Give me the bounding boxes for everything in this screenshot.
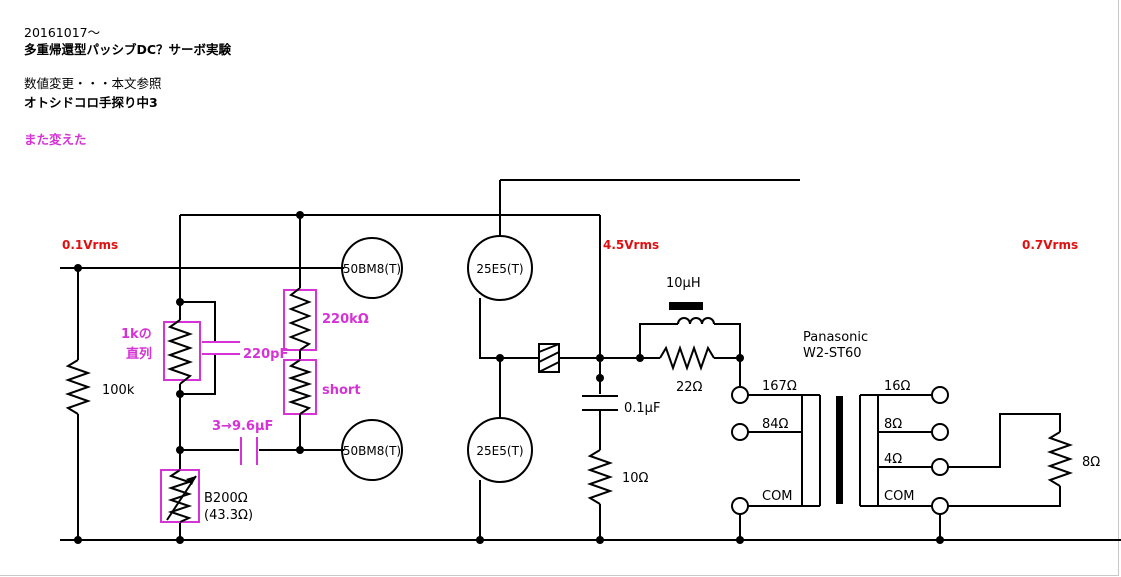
- terminal-pri-com: [731, 497, 749, 515]
- note-changed: また変えた: [24, 132, 87, 147]
- note-status: オトシドコロ手探り中3: [24, 95, 158, 110]
- label-84: 84Ω: [762, 417, 789, 432]
- tube-50bm8-top: [341, 237, 403, 299]
- label-100k: 100k: [102, 383, 135, 398]
- label-tube-25e5-bottom: 25E5(T): [476, 444, 523, 458]
- date-label: 20161017〜: [24, 25, 101, 40]
- label-0.1uf: 0.1μF: [624, 401, 660, 416]
- terminal-16: [931, 386, 949, 404]
- label-b200: B200Ω: [204, 491, 248, 506]
- terminal-8: [931, 423, 949, 441]
- label-series: 直列: [126, 346, 152, 362]
- label-coupling-cap: 3→9.6μF: [212, 419, 273, 434]
- label-pri-com: COM: [762, 489, 793, 504]
- resistor-22: [659, 344, 715, 372]
- label-10uh: 10μH: [666, 276, 701, 291]
- label-4: 4Ω: [884, 452, 902, 467]
- label-short: short: [322, 383, 361, 398]
- output-level-label: 0.7Vrms: [1022, 238, 1078, 252]
- inductor-core-mark: [669, 302, 703, 310]
- resistor-1k-series: [163, 321, 201, 381]
- label-b200-setting: (43.3Ω): [204, 508, 253, 523]
- label-load-8: 8Ω: [1082, 455, 1100, 470]
- tube-50bm8-bottom: [341, 419, 403, 481]
- tube-25e5-top: [467, 235, 533, 301]
- junction-dots: [74, 211, 944, 544]
- mid-level-label: 4.5Vrms: [603, 238, 659, 252]
- terminal-167: [731, 386, 749, 404]
- label-10ohm: 10Ω: [622, 471, 649, 486]
- label-167: 167Ω: [762, 379, 797, 394]
- label-w2st60: W2-ST60: [803, 346, 862, 361]
- terminal-4: [931, 458, 949, 476]
- label-tube-50bm8-top: 50BM8(T): [343, 262, 401, 276]
- terminal-84: [731, 423, 749, 441]
- label-sec-com: COM: [884, 489, 915, 504]
- label-8: 8Ω: [884, 417, 902, 432]
- terminal-sec-com: [931, 497, 949, 515]
- transformer-core: [836, 396, 843, 504]
- label-16: 16Ω: [884, 379, 911, 394]
- note-values: 数値変更・・・本文参照: [24, 76, 162, 91]
- resistor-10: [586, 449, 614, 505]
- label-220k: 220kΩ: [322, 312, 369, 327]
- label-220pf: 220pF: [243, 347, 288, 362]
- load-resistor-8: [1046, 431, 1074, 487]
- resistor-100k: [64, 359, 92, 415]
- label-22ohm: 22Ω: [676, 380, 703, 395]
- input-level-label: 0.1Vrms: [62, 238, 118, 252]
- label-tube-50bm8-bottom: 50BM8(T): [343, 444, 401, 458]
- label-tube-25e5-top: 25E5(T): [476, 262, 523, 276]
- inductor-10uh: [677, 317, 715, 325]
- title: 多重帰還型パッシブDC？サーボ実験: [24, 42, 232, 57]
- label-panasonic: Panasonic: [803, 330, 868, 345]
- label-1k: 1kの: [121, 327, 152, 342]
